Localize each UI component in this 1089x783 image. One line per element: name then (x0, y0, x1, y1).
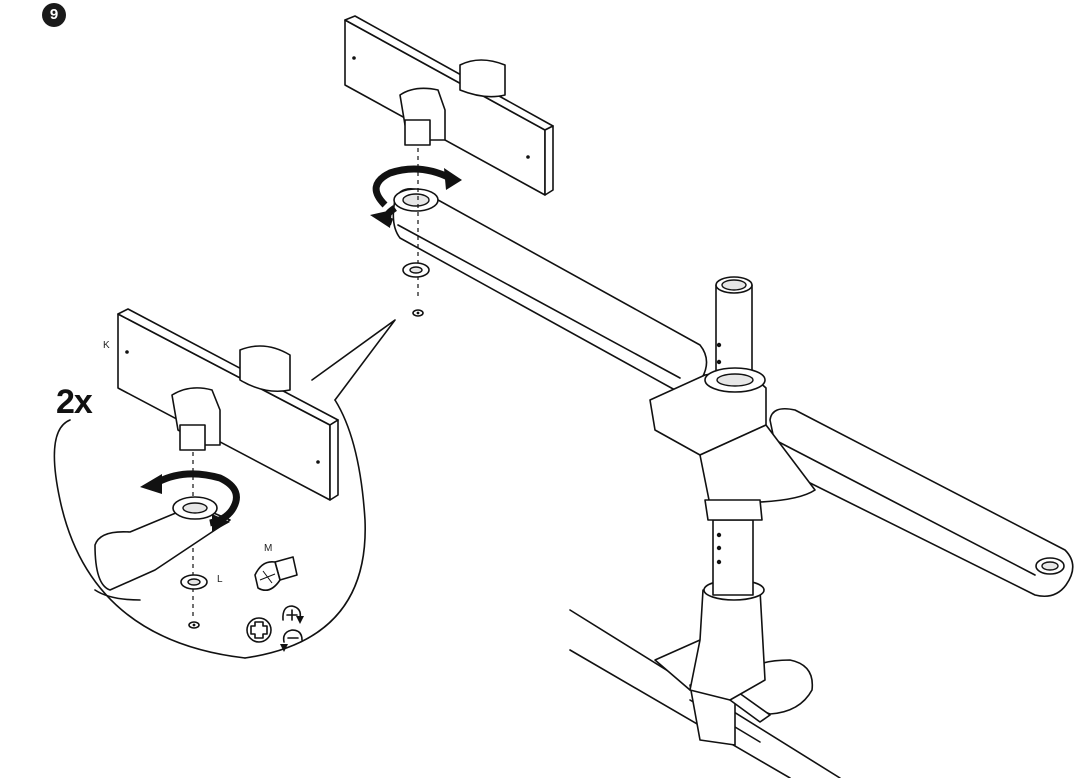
part-label-l: L (217, 574, 223, 585)
washer-and-screw-top (402, 262, 430, 317)
rotation-arrow-top (370, 165, 462, 228)
screw-m (254, 556, 298, 591)
top-vesa-bracket (344, 15, 554, 300)
step-number-badge: 9 (42, 3, 66, 27)
quantity-label: 2x (56, 383, 93, 421)
rotation-arrow-callout (140, 470, 240, 532)
part-label-k: K (103, 340, 110, 351)
callout-vesa-bracket (117, 308, 339, 620)
rotate-clockwise-tighten-icon (282, 605, 304, 624)
desk-clamp (654, 579, 814, 746)
right-arm (769, 407, 1074, 598)
detail-callout (53, 319, 396, 659)
rotate-counterclockwise-loosen-icon (280, 629, 303, 652)
upper-arm (392, 187, 708, 392)
phillips-screwdriver-icon (246, 617, 272, 643)
part-label-m: M (264, 543, 273, 554)
arm-hub (649, 367, 816, 521)
callout-arm (94, 496, 231, 601)
callout-washer-screw (180, 574, 208, 629)
